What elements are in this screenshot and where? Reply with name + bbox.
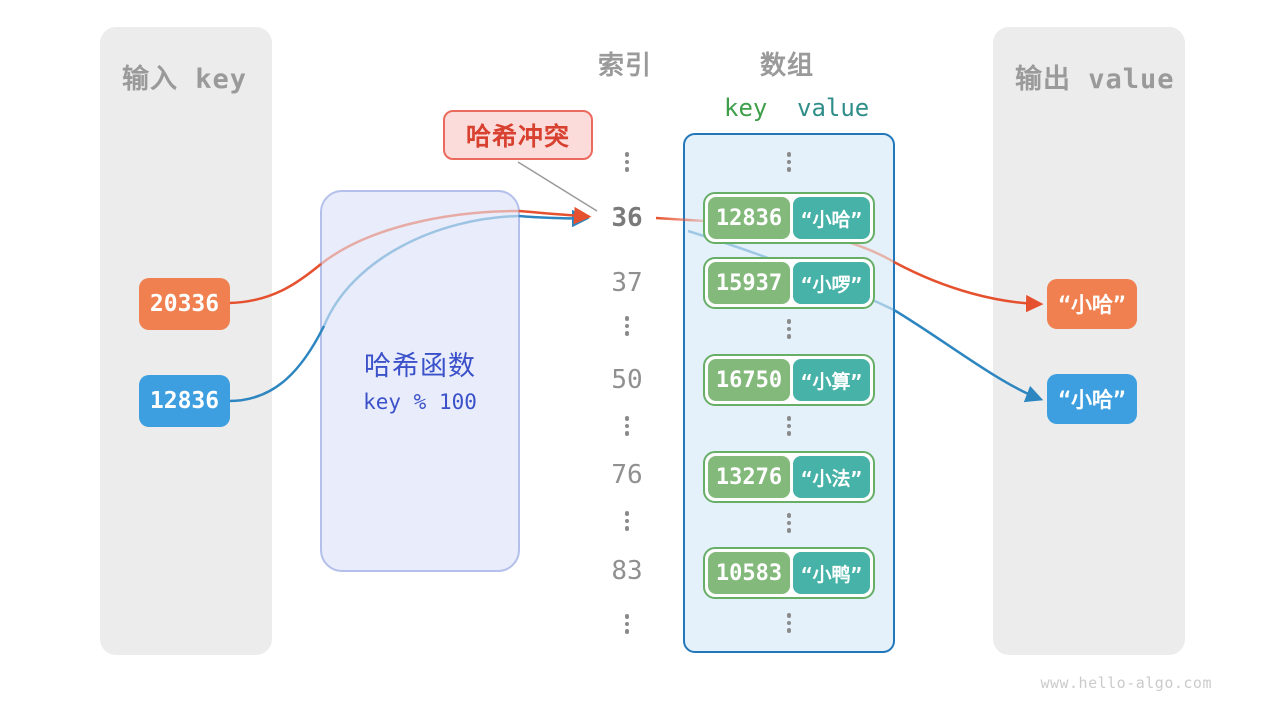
array-ellipsis: [779, 513, 799, 533]
index-value-37: 37: [611, 268, 643, 298]
site-watermark: www.hello-algo.com: [1040, 674, 1212, 692]
index-value-83: 83: [611, 556, 643, 586]
array-row: 10583 “小鸭”: [703, 547, 875, 599]
index-value-50: 50: [611, 365, 643, 395]
input-panel-title: 输入 key: [122, 64, 248, 95]
array-row-key: 16750: [708, 359, 790, 401]
array-row-key: 12836: [708, 197, 790, 239]
collision-pointer-line: [517, 161, 598, 212]
array-row-value: “小算”: [793, 359, 870, 401]
array-column-title: 数组: [760, 51, 815, 81]
output-value-box-blue: “小哈”: [1047, 374, 1137, 424]
index-ellipsis: [617, 416, 637, 436]
output-panel-title: 输出 value: [1015, 64, 1175, 95]
array-row: 13276 “小法”: [703, 451, 875, 503]
index-ellipsis: [617, 614, 637, 634]
array-row: 15937 “小啰”: [703, 257, 875, 309]
array-row-value: “小啰”: [793, 262, 870, 304]
hash-function-formula: key % 100: [363, 390, 477, 414]
output-value-box-orange: “小哈”: [1047, 279, 1137, 329]
input-key-box-20336: 20336: [139, 278, 230, 330]
array-row: 12836 “小哈”: [703, 192, 875, 244]
index-ellipsis: [617, 152, 637, 172]
array-row-value: “小哈”: [793, 197, 870, 239]
array-row-key: 15937: [708, 262, 790, 304]
array-row: 16750 “小算”: [703, 354, 875, 406]
array-ellipsis: [779, 613, 799, 633]
index-value-76: 76: [611, 460, 643, 490]
array-value-header: value: [797, 94, 870, 122]
index-value-36: 36: [611, 203, 643, 233]
index-ellipsis: [617, 316, 637, 336]
input-key-box-12836: 12836: [139, 375, 230, 427]
array-row-key: 13276: [708, 456, 790, 498]
orange-to-index-arrow: [518, 206, 592, 225]
output-panel: 输出 value: [993, 27, 1185, 655]
array-ellipsis: [779, 152, 799, 172]
array-row-key: 10583: [708, 552, 790, 594]
hash-function-name: 哈希函数: [364, 351, 476, 382]
array-ellipsis: [779, 416, 799, 436]
blue-to-index-arrow: [518, 209, 590, 228]
array-key-header: key: [724, 94, 768, 122]
hash-collision-badge: 哈希冲突: [443, 110, 593, 160]
array-ellipsis: [779, 319, 799, 339]
array-row-value: “小鸭”: [793, 552, 870, 594]
index-column-title: 索引: [598, 51, 653, 81]
index-ellipsis: [617, 511, 637, 531]
input-panel: 输入 key: [100, 27, 272, 655]
hash-function-box: 哈希函数 key % 100: [320, 190, 520, 572]
array-row-value: “小法”: [793, 456, 870, 498]
